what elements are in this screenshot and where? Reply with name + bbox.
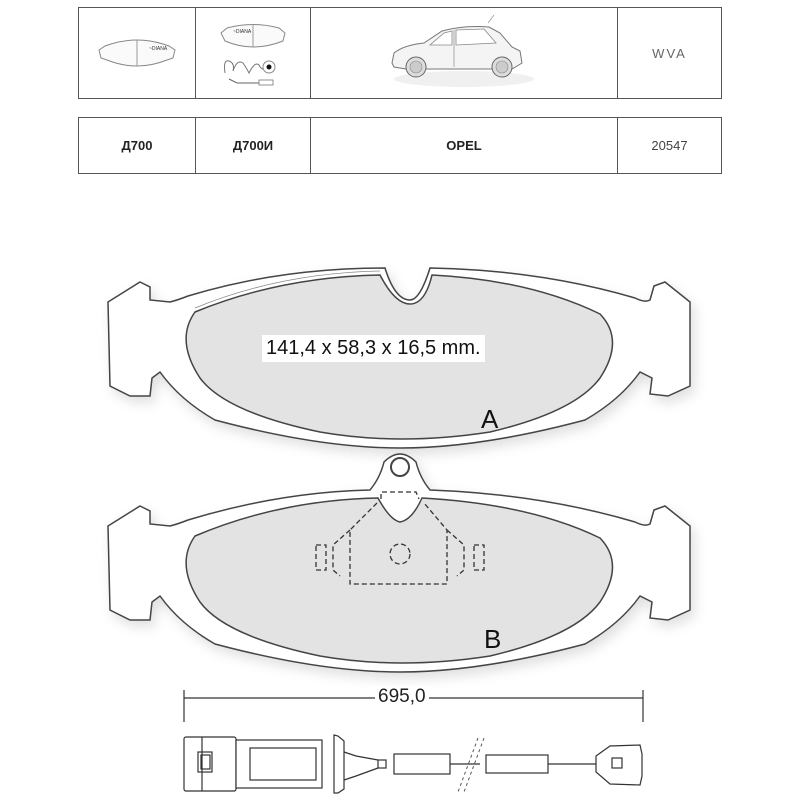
wear-sensor-outline <box>315 491 485 585</box>
pad-a-label: A <box>481 404 499 434</box>
vehicle-make: OPEL <box>311 118 618 173</box>
wear-sensor-cable <box>183 734 643 794</box>
vehicle-cell <box>311 8 618 98</box>
sensor-length-label: 695,0 <box>375 686 429 708</box>
standard-label: WVA <box>652 45 687 61</box>
wva-number: 20547 <box>651 138 688 153</box>
pad-b-mounting-hole <box>390 457 410 477</box>
cable-break-marks <box>457 737 485 793</box>
brake-pad-icon: ~DIANA <box>98 39 176 67</box>
pad-thumbnail-cell: ~DIANA <box>79 8 196 98</box>
svg-text:~DIANA: ~DIANA <box>233 29 252 35</box>
brake-pad-sensor-icon: ~DIANA <box>220 24 286 86</box>
pad-sensor-thumbnail-cell: ~DIANA <box>196 8 311 98</box>
pad-b-label: B <box>484 624 502 654</box>
pad-dimensions-label: 141,4 x 58,3 x 16,5 mm. <box>262 335 485 362</box>
pad-b-friction-material <box>185 497 614 664</box>
svg-text:~DIANA: ~DIANA <box>149 46 168 52</box>
part-code: Д700 <box>79 118 196 173</box>
part-code-with-sensor: Д700И <box>196 118 311 173</box>
thumbnail-table-row: ~DIANA ~DIANA WVA <box>78 7 722 99</box>
codes-table-row: Д700 Д700И OPEL 20547 <box>78 117 722 174</box>
car-icon <box>391 14 534 87</box>
